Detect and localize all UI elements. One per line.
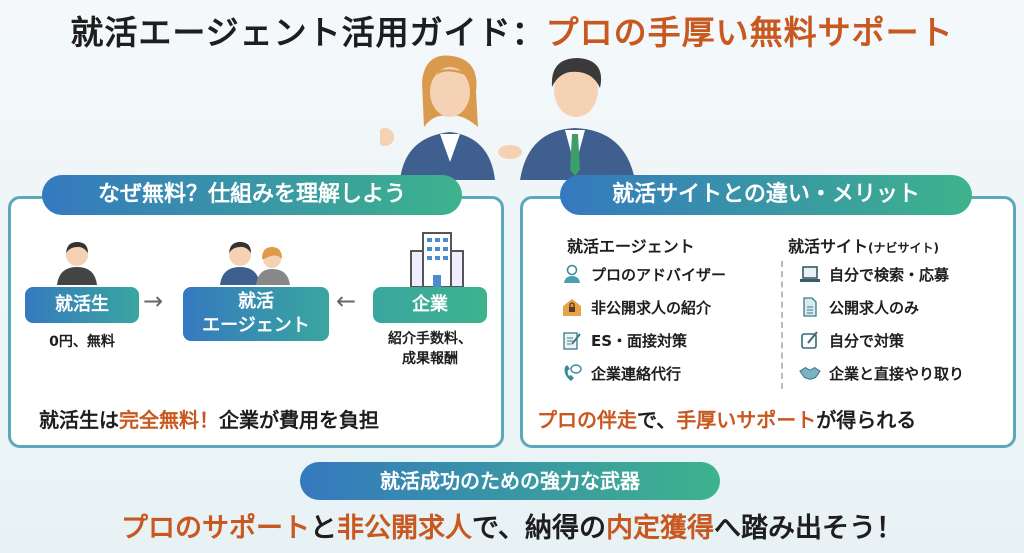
edit-icon bbox=[799, 329, 821, 351]
laptop-icon bbox=[799, 263, 821, 285]
consultants-illustration bbox=[380, 55, 635, 180]
student-icon bbox=[57, 242, 97, 285]
bottom-accent: 非公開求人 bbox=[337, 513, 473, 544]
bottom-heading: 就活成功のための強力な武器 bbox=[300, 462, 720, 500]
agent-column-title: 就活エージェント bbox=[567, 237, 695, 256]
title-accent: プロの手厚い無料サポート bbox=[545, 13, 954, 52]
bottom-text: へ踏み出そう！ bbox=[713, 513, 903, 544]
item-label: プロのアドバイザー bbox=[591, 265, 727, 284]
bottom-accent: 内定獲得 bbox=[605, 513, 714, 544]
company-caption: 紹介手数料、成果報酬 bbox=[363, 329, 497, 369]
bottom-text: と bbox=[310, 513, 338, 544]
site-column-title: 就活サイト(ナビサイト) bbox=[788, 233, 939, 257]
right-summary: プロの伴走で、手厚いサポートが得られる bbox=[537, 404, 916, 433]
site-title: 就活サイト bbox=[788, 237, 869, 256]
site-subtitle: (ナビサイト) bbox=[868, 241, 939, 255]
lock-icon bbox=[561, 296, 583, 318]
student-label: 就活生 bbox=[55, 294, 109, 315]
item-label: 公開求人のみ bbox=[829, 298, 920, 317]
site-item: 自分で対策 bbox=[799, 329, 904, 351]
bottom-text: で、納得の bbox=[472, 513, 606, 544]
bottom-accent: プロのサポート bbox=[121, 513, 311, 544]
left-summary: 就活生は完全無料！企業が費用を負担 bbox=[39, 404, 379, 433]
column-divider bbox=[781, 261, 783, 389]
advisor-icon bbox=[561, 263, 583, 285]
male-consultant bbox=[498, 58, 635, 180]
bottom-message: プロのサポートと非公開求人で、納得の内定獲得へ踏み出そう！ bbox=[0, 506, 1024, 545]
comparison-panel: 就活エージェント 就活サイト(ナビサイト) プロのアドバイザー 非公開求人の紹介… bbox=[520, 196, 1016, 448]
student-caption: 0円、無料 bbox=[49, 334, 115, 350]
summary-accent: 手厚いサポート bbox=[676, 408, 817, 432]
summary-text: が得られる bbox=[816, 408, 917, 432]
arrow-left-icon: ← bbox=[336, 287, 357, 315]
summary-text: 就活生は bbox=[39, 408, 119, 432]
company-caption-2: 成果報酬 bbox=[402, 351, 458, 367]
document-icon bbox=[799, 296, 821, 318]
agent-item: ES・面接対策 bbox=[561, 329, 687, 351]
female-consultant bbox=[380, 55, 495, 180]
agent-item: 非公開求人の紹介 bbox=[561, 296, 711, 318]
company-label: 企業 bbox=[412, 294, 448, 315]
agent-item: 企業連絡代行 bbox=[561, 362, 681, 384]
item-label: 企業連絡代行 bbox=[591, 364, 682, 383]
item-label: 企業と直接やり取り bbox=[829, 364, 965, 383]
item-label: 自分で検索・応募 bbox=[829, 265, 950, 284]
agent-label-1: 就活 bbox=[238, 291, 274, 312]
company-building-icon bbox=[410, 232, 464, 287]
site-item: 公開求人のみ bbox=[799, 296, 919, 318]
summary-text: で、 bbox=[637, 408, 677, 432]
site-item: 自分で検索・応募 bbox=[799, 263, 949, 285]
right-panel-heading: 就活サイトとの違い・メリット bbox=[560, 175, 972, 215]
company-caption-1: 紹介手数料、 bbox=[388, 331, 472, 347]
item-label: 非公開求人の紹介 bbox=[591, 298, 712, 317]
company-box: 企業 bbox=[373, 287, 487, 323]
agent-label-2: エージェント bbox=[202, 315, 310, 336]
page-title: 就活エージェント活用ガイド：プロの手厚い無料サポート bbox=[0, 6, 1024, 54]
handshake-icon bbox=[799, 362, 821, 384]
site-item: 企業と直接やり取り bbox=[799, 362, 964, 384]
summary-text: 企業が費用を負担 bbox=[219, 408, 379, 432]
arrow-right-icon: → bbox=[143, 287, 164, 315]
phone-chat-icon bbox=[561, 362, 583, 384]
agent-box: 就活エージェント bbox=[183, 287, 329, 341]
student-box: 就活生 bbox=[25, 287, 139, 323]
agent-people-icon bbox=[220, 242, 290, 285]
summary-accent: 完全無料！ bbox=[119, 408, 219, 432]
document-pen-icon bbox=[561, 329, 583, 351]
left-panel-heading: なぜ無料？仕組みを理解しよう bbox=[42, 175, 462, 215]
item-label: 自分で対策 bbox=[829, 331, 905, 350]
agent-item: プロのアドバイザー bbox=[561, 263, 726, 285]
summary-accent: プロの伴走 bbox=[537, 408, 637, 432]
item-label: ES・面接対策 bbox=[591, 331, 688, 350]
title-main: 就活エージェント活用ガイド： bbox=[70, 13, 546, 52]
pricing-mechanism-panel: 就活生 → 就活エージェント ← 企業 0円、無料 紹介手数料、成果報酬 就活生… bbox=[8, 196, 504, 448]
